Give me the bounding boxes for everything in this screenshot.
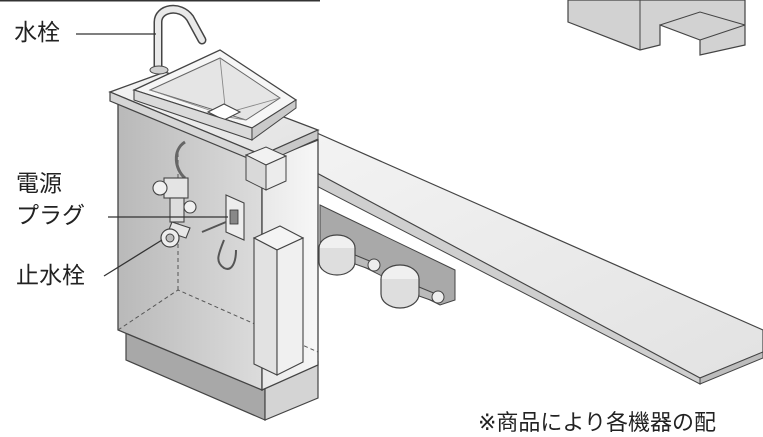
- power-plug-label-line2: プラグ: [16, 203, 85, 229]
- unit-illustration: [0, 0, 763, 421]
- footnote-text: ※商品により各機器の配: [478, 411, 716, 436]
- faucet: [149, 4, 207, 75]
- stop-valve-label: 止水栓: [16, 263, 85, 289]
- basin: [132, 49, 298, 141]
- faucet-label: 水栓: [14, 20, 60, 46]
- stop-valve-leader: [103, 239, 163, 277]
- paper-holders: [318, 204, 456, 309]
- background-cabinet: [567, 0, 746, 56]
- plumbing: [152, 140, 197, 248]
- power-plug-label-line1: 電源: [16, 171, 62, 197]
